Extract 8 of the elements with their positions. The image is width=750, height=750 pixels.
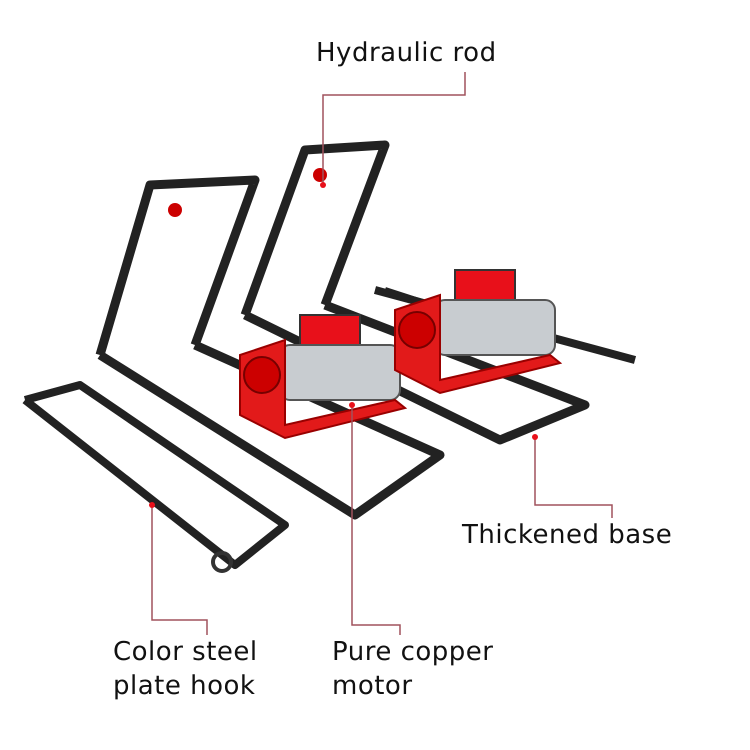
callout-label: Thickened base — [462, 518, 732, 552]
callout-label: Hydraulic rod — [316, 36, 546, 70]
leader-line — [532, 434, 613, 518]
leader-line — [349, 402, 401, 635]
leader-line — [149, 502, 208, 635]
callout-label: Pure copper motor — [332, 635, 532, 703]
leader-line — [320, 72, 466, 188]
callout-label: Color steel plate hook — [113, 635, 293, 703]
